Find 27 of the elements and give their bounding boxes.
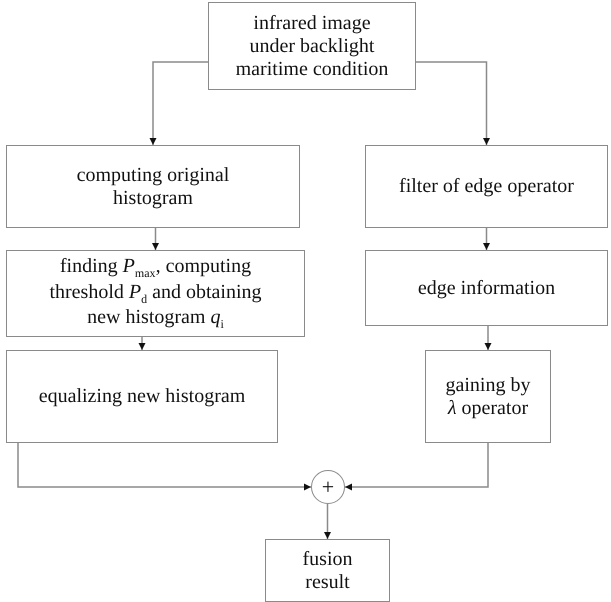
process-box: [265, 539, 390, 602]
process-box: [6, 350, 278, 443]
process-box: [6, 250, 305, 337]
process-box: [425, 350, 551, 443]
sum-junction-circle: [311, 470, 345, 504]
box-label: gaining by λ operator: [444, 374, 532, 420]
box-label: equalizing new histogram: [38, 385, 246, 408]
box-label: finding P$_{max}$, computing threshold P$_{d}$ and obtaining new histogram q$_{i}$: [48, 254, 263, 332]
arrow: [138, 337, 146, 350]
box-label: computing original histogram: [76, 164, 230, 210]
arrow: [416, 61, 490, 145]
arrow: [150, 61, 208, 145]
box-label: infrared image under backlight maritime condition: [234, 12, 390, 80]
box-label: edge information: [418, 276, 556, 300]
plus-sign: +: [322, 476, 334, 498]
process-box: [6, 145, 300, 228]
arrow: [17, 443, 311, 490]
arrow: [324, 504, 331, 539]
process-box: [365, 145, 608, 228]
process-box: [208, 2, 416, 90]
box-label: filter of edge operator: [399, 175, 574, 198]
arrow: [152, 228, 159, 250]
box-label: fusion result: [302, 548, 354, 594]
process-box: [365, 250, 608, 326]
arrow: [345, 443, 489, 490]
arrow: [484, 326, 492, 350]
arrow: [483, 228, 490, 250]
